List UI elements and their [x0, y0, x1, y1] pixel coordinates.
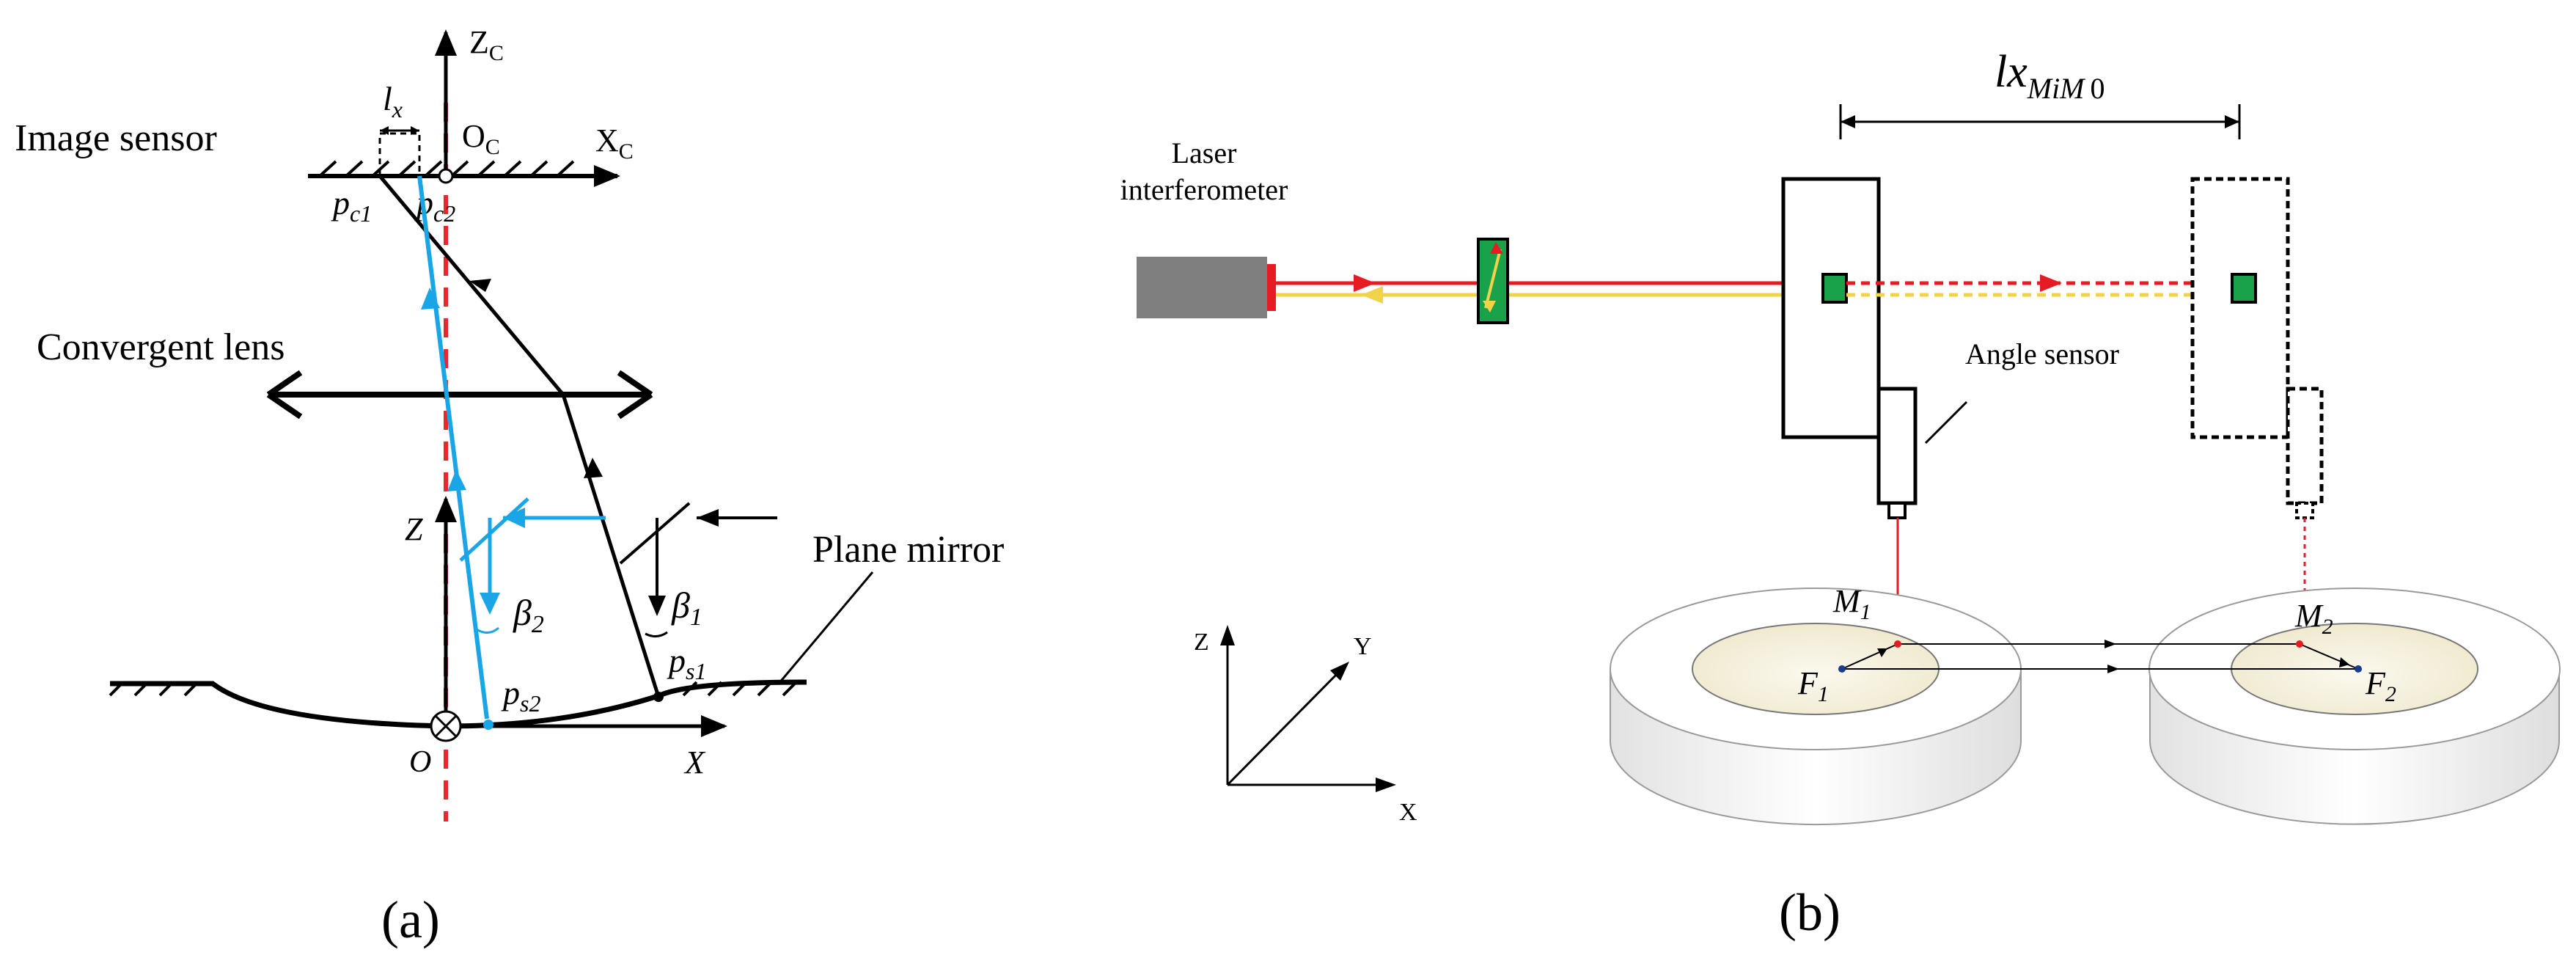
m1-label: M1 [1832, 583, 1871, 624]
coord-y-label: Y [1354, 633, 1372, 660]
beta1-arc [645, 631, 668, 637]
laser-yellow-arrow [1361, 286, 1383, 304]
laser-aperture [1267, 264, 1276, 311]
angle-sensor-2-tip [2295, 502, 2314, 519]
plane-mirror-leader [777, 571, 874, 684]
carriage-2 [2190, 177, 2290, 439]
z-label: Z [405, 511, 423, 547]
cyan-incoming-arrow [503, 508, 525, 528]
cyan-arrow-2 [447, 469, 466, 491]
plane-mirror-surface [110, 679, 807, 729]
cyan-ray [417, 175, 489, 720]
f1-point [1838, 665, 1846, 673]
caption-a: (a) [381, 890, 440, 949]
cyan-small-mirror [459, 497, 529, 562]
laser-red-arrow-2 [2040, 274, 2062, 292]
plane-mirror-label: Plane mirror [812, 529, 1004, 571]
rotary-table-1 [1610, 588, 2022, 826]
x-label: X [683, 744, 706, 780]
caption-b: (b) [1779, 883, 1841, 942]
pc1-label: pc1 [331, 184, 372, 227]
black-incoming-arrow [697, 509, 719, 527]
image-sensor-hatch [318, 160, 575, 178]
reflector-1 [1821, 273, 1848, 304]
lx-arrow-left [380, 126, 389, 135]
laser-label-line1: Laser [1172, 136, 1237, 169]
coord-y-axis [1226, 666, 1345, 786]
beta2-arc [476, 626, 499, 634]
ps1-label: ps1 [667, 642, 706, 684]
f1-label: F1 [1797, 665, 1829, 706]
black-ray-arrow-2 [584, 458, 603, 478]
reflector-2 [2231, 273, 2257, 304]
plane-mirror-hatch-right [682, 681, 798, 697]
lx-dimension-box [378, 132, 421, 178]
lx-arrow-right [411, 126, 419, 135]
beta1-label: β1 [671, 585, 702, 631]
origin-label: O [409, 745, 431, 779]
convergent-lens-label: Convergent lens [37, 326, 285, 368]
image-sensor-label: Image sensor [15, 117, 217, 159]
laser-interferometer-body [1137, 257, 1267, 318]
oc-point [438, 168, 454, 184]
black-ray-arrow-1 [469, 279, 491, 292]
ps1-point [653, 692, 664, 702]
lens-arrow-right [617, 370, 653, 420]
f2-label: F2 [2365, 665, 2396, 706]
xc-label: XC [595, 122, 634, 164]
carriage-1 [1781, 177, 1881, 439]
coord-z-label: Z [1194, 629, 1209, 656]
lx-label: lx [383, 80, 403, 122]
angle-sensor-label: Angle sensor [1965, 337, 2119, 370]
laser-red-arrow [1354, 274, 1376, 292]
ps2-point [483, 720, 493, 730]
cyan-arrow-1 [421, 288, 440, 310]
laser-label-line2: interferometer [1120, 173, 1288, 206]
m2-label: M2 [2294, 598, 2333, 639]
black-small-mirror [619, 502, 691, 565]
rotary-table-2 [2148, 588, 2561, 825]
m2-point [2296, 640, 2303, 648]
panel-b: Laser interferometer Angle sensor [1120, 47, 2561, 942]
oc-label: OC [462, 118, 500, 159]
angle-sensor-leader [1924, 400, 1968, 444]
beta2-label: β2 [513, 592, 544, 638]
zc-label: ZC [469, 24, 504, 65]
lens-arrow-left [266, 370, 303, 420]
f1-m1-line [1841, 643, 1898, 670]
black-ray [378, 175, 661, 698]
panel-a: ZC XC OC Image sensor lx pc1 pc2 [15, 24, 1004, 949]
angle-sensor-2 [2286, 387, 2324, 505]
black-vertical-arrow [648, 596, 666, 616]
angle-sensor-1 [1876, 387, 1918, 505]
m1-point [1894, 640, 1901, 648]
ps2-label: ps2 [501, 674, 540, 717]
angle-sensor-1-tip [1887, 502, 1907, 519]
cyan-vertical-arrow [480, 593, 500, 615]
plane-mirror-hatch-left [109, 682, 198, 697]
coord-x-label: X [1399, 799, 1417, 826]
f2-point [2355, 665, 2362, 673]
